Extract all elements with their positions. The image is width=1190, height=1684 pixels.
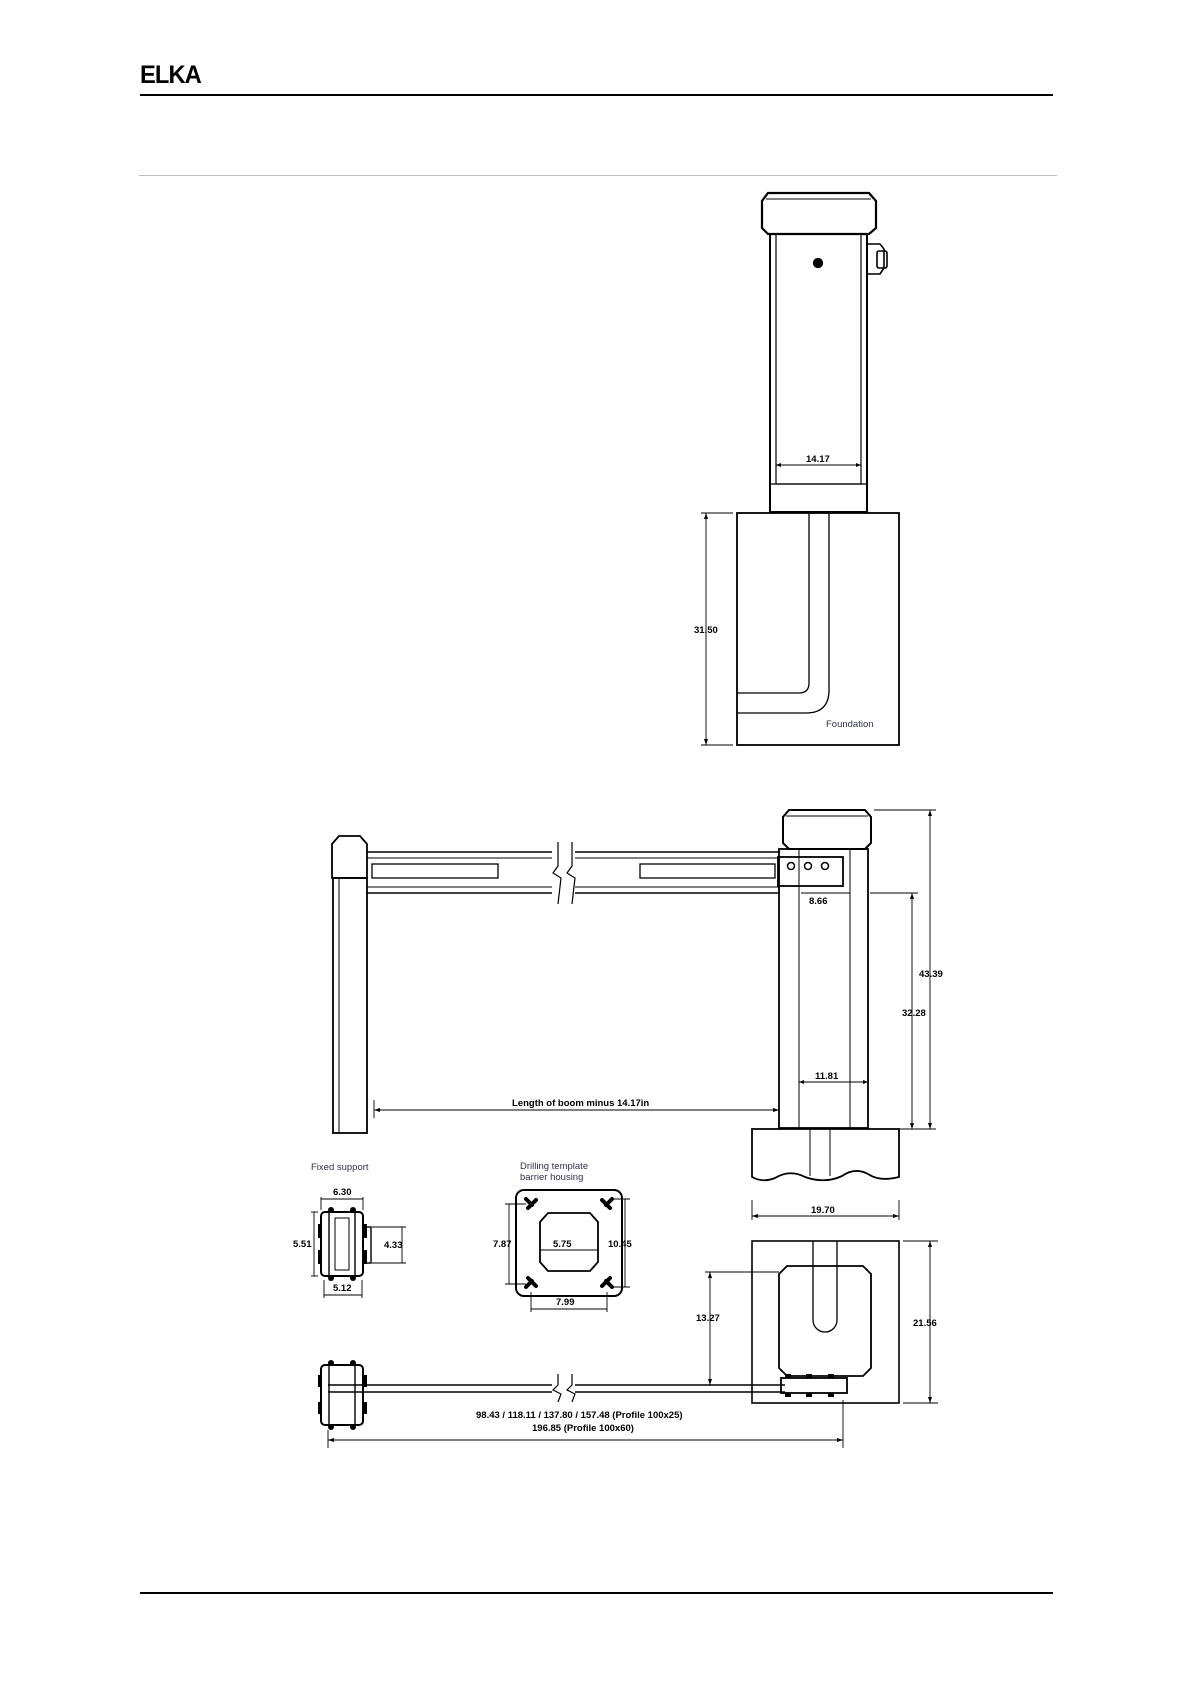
drilling-title-line1: Drilling template (520, 1161, 588, 1172)
dim-fixed-height-right: 4.33 (384, 1240, 403, 1251)
fixed-support-detail: Fixed support 6.30 5.51 4.33 5.12 (293, 1162, 406, 1298)
dim-drill-center: 5.75 (553, 1239, 572, 1250)
dim-housing-depth: 11.81 (815, 1071, 839, 1082)
fixed-support-title: Fixed support (311, 1162, 369, 1173)
dim-boom-slot: 8.66 (809, 896, 828, 907)
dim-plan-depth: 21.56 (913, 1318, 937, 1329)
dim-plan-width: 19.70 (811, 1205, 835, 1216)
dim-fixed-width-top: 6.30 (333, 1187, 352, 1198)
dim-fixed-width-bottom: 5.12 (333, 1283, 352, 1294)
dim-foundation-height: 31.50 (694, 625, 718, 636)
foundation-label: Foundation (826, 719, 874, 730)
dim-boom-length-long: 196.85 (Profile 100x60) (532, 1423, 634, 1434)
drilling-template-detail: Drilling template barrier housing 7.87 5… (493, 1161, 632, 1312)
dim-total-height: 43.39 (919, 969, 943, 980)
dim-housing-width: 14.17 (806, 454, 830, 465)
plan-view: 19.70 21.56 13.27 (318, 1200, 938, 1448)
side-view: 14.17 31.50 Foundation (694, 193, 899, 745)
front-view: 8.66 11.81 43.39 32.28 Length of boom mi… (332, 810, 943, 1180)
dim-drill-height-right: 10.45 (608, 1239, 632, 1250)
dim-plan-offset: 13.27 (696, 1313, 720, 1324)
dim-drill-height-left: 7.87 (493, 1239, 512, 1250)
dim-boom-lengths: 98.43 / 118.11 / 137.80 / 157.48 (Profil… (476, 1410, 683, 1421)
drilling-title-line2: barrier housing (520, 1172, 583, 1183)
dim-drill-width-bottom: 7.99 (556, 1297, 575, 1308)
dim-boom-axis: 32.28 (902, 1008, 926, 1019)
dim-boom-length-note: Length of boom minus 14.17in (512, 1098, 649, 1109)
dim-fixed-height-left: 5.51 (293, 1239, 312, 1250)
